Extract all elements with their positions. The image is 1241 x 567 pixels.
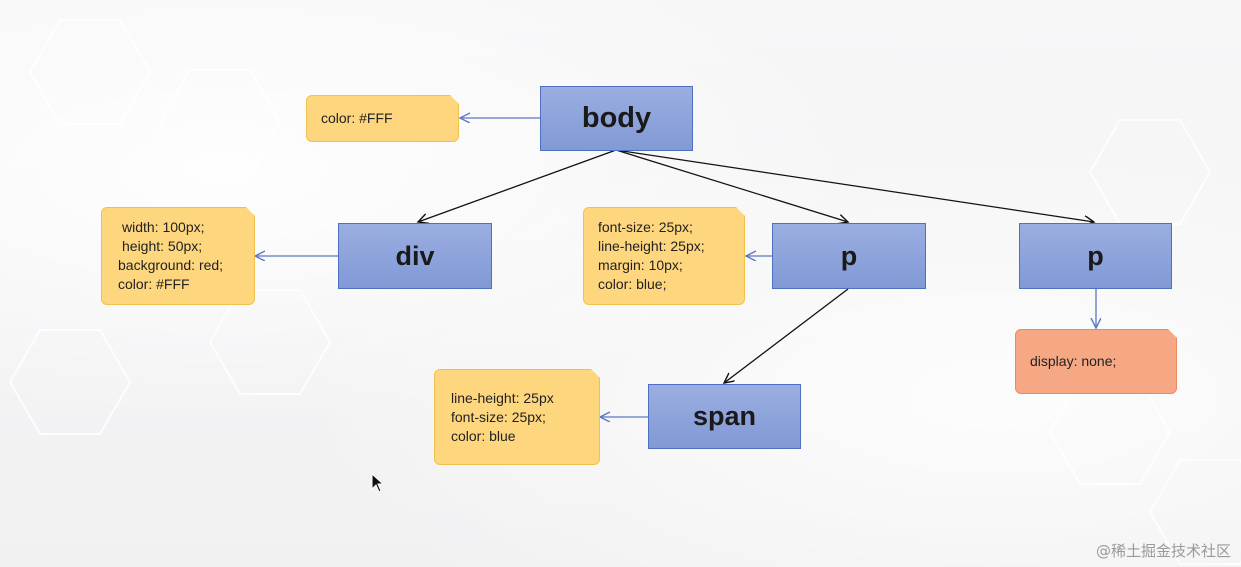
node-p-2: p bbox=[1019, 223, 1172, 289]
edge-p1-span bbox=[724, 288, 849, 383]
note-line: line-height: 25px bbox=[451, 389, 554, 406]
note-line: width: 100px; bbox=[122, 219, 205, 235]
node-span: span bbox=[648, 384, 801, 449]
note-line: color: #FFF bbox=[321, 110, 393, 126]
note-span-style: line-height: 25px font-size: 25px; color… bbox=[434, 369, 600, 465]
edge-body-p2 bbox=[615, 149, 1094, 222]
note-p-2-style: display: none; bbox=[1015, 329, 1177, 394]
edge-body-p1 bbox=[615, 149, 848, 222]
note-line: height: 50px; bbox=[122, 238, 203, 254]
note-div-style: width: 100px; height: 50px; background: … bbox=[101, 207, 255, 305]
note-line: color: blue bbox=[451, 427, 516, 444]
note-line: font-size: 25px; bbox=[451, 408, 546, 425]
note-line: color: #FFF bbox=[118, 276, 190, 292]
note-line: margin: 10px; bbox=[598, 257, 683, 273]
note-body-style: color: #FFF bbox=[306, 95, 459, 142]
node-div: div bbox=[338, 223, 492, 289]
mouse-cursor-icon bbox=[371, 473, 385, 493]
note-line: display: none; bbox=[1030, 353, 1117, 369]
note-line: background: red; bbox=[118, 257, 224, 273]
note-p-1-style: font-size: 25px; line-height: 25px; marg… bbox=[583, 207, 745, 305]
note-line: font-size: 25px; bbox=[598, 219, 693, 235]
edge-body-div bbox=[418, 149, 617, 222]
node-body: body bbox=[540, 86, 693, 151]
node-p-1: p bbox=[772, 223, 926, 289]
watermark-text: @稀土掘金技术社区 bbox=[1095, 542, 1231, 560]
note-line: color: blue; bbox=[598, 276, 667, 292]
note-line: line-height: 25px; bbox=[598, 238, 705, 254]
